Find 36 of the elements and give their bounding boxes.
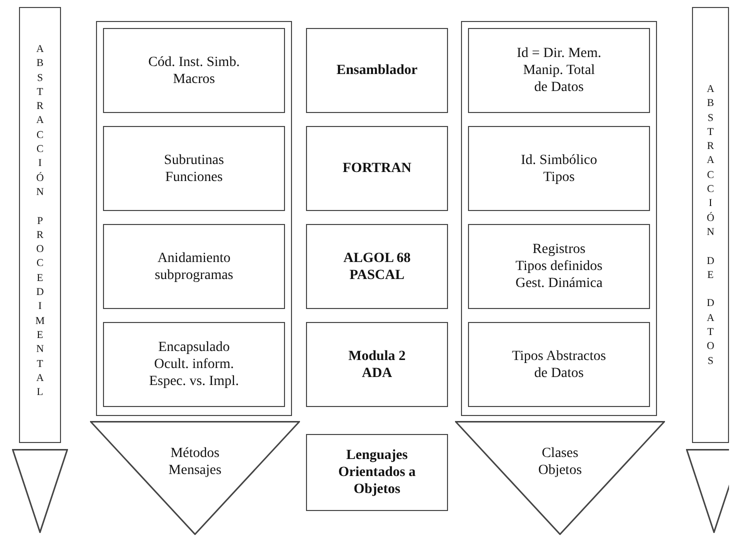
box-text: Tipos Abstractos de Datos <box>512 348 606 382</box>
concept-box <box>103 28 285 113</box>
concept-box <box>468 322 650 407</box>
language-name: Ensamblador <box>336 62 418 79</box>
box-text: Anidamiento subprogramas <box>154 250 234 284</box>
box-text: Id. Simbólico Tipos <box>520 152 598 186</box>
concept-box <box>103 322 285 407</box>
column-panel <box>461 21 657 416</box>
language-box <box>306 126 448 211</box>
language-box <box>306 224 448 309</box>
concept-box <box>468 28 650 113</box>
triangle-text: Clases Objetos <box>538 445 582 479</box>
box-text: Subrutinas Funciones <box>164 152 224 186</box>
box-text: Encapsulado Ocult. inform. Espec. vs. Impl. <box>149 339 239 390</box>
language-box <box>306 28 448 113</box>
box-text: Cód. Inst. Simb. Macros <box>148 54 240 88</box>
language-name: ALGOL 68 PASCAL <box>343 250 411 284</box>
column-bar <box>19 7 61 443</box>
language-box <box>306 322 448 407</box>
concept-box <box>468 126 650 211</box>
language-name: Lenguajes Orientados a Objetos <box>338 447 416 498</box>
triangle-text: Métodos Mensajes <box>168 445 222 479</box>
concept-box <box>103 224 285 309</box>
column-panel <box>96 21 292 416</box>
vertical-label: ABSTRACCIÓN PROCEDIMENTAL <box>35 43 45 400</box>
box-text: Id = Dir. Mem. Manip. Total de Datos <box>516 45 602 96</box>
language-name: FORTRAN <box>342 160 412 177</box>
concept-box <box>103 126 285 211</box>
arrowhead <box>686 449 729 533</box>
arrowhead <box>12 449 68 533</box>
vertical-label: ABSTRACCIÓN DE DATOS <box>706 83 714 369</box>
column-bar <box>692 7 729 443</box>
box-text: Registros Tipos definidos Gest. Dinámica <box>515 241 603 292</box>
language-name: Modula 2 ADA <box>348 348 406 382</box>
concept-box <box>468 224 650 309</box>
language-box <box>306 434 448 511</box>
